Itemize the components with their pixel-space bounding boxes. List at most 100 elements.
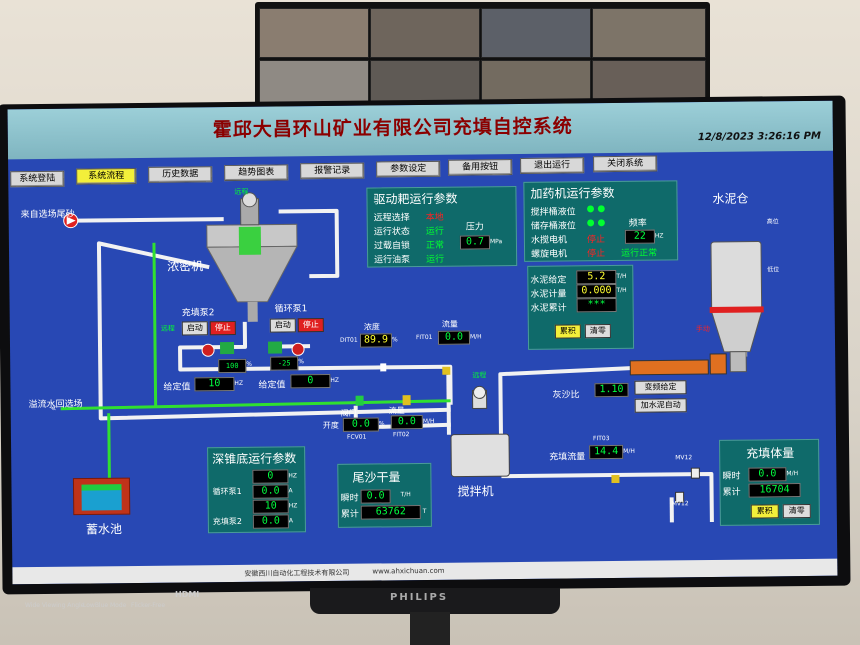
valve-tag: FCV01 [346,433,367,441]
dosing-freq-value[interactable]: 22 [624,229,655,244]
silo-label: 水泥仓 [712,191,749,206]
rake-title: 驱动耙运行参数 [373,191,458,207]
overflow-label: 溢流水回选场 [28,399,83,411]
overflow-pipe [152,242,158,408]
process-pipes: « [51,192,764,523]
cement-reset-button[interactable]: 累积 [554,324,581,339]
tailings-instant: 0.0 [360,489,391,504]
pump1-label: 循环泵1 [274,304,308,315]
fill-flow-tag: FIT03 [592,435,610,443]
flowmeter-icon [442,366,451,375]
flow2-value: 0.0 [390,415,423,430]
fill-volume-total: 16704 [748,483,801,498]
pump2-stop-button[interactable]: 停止 [209,320,236,336]
pipe [76,217,224,223]
camera-feed [592,8,706,58]
flow1-tag: FIT01 [415,333,433,342]
valve-open-value[interactable]: 0.0 [342,417,379,432]
cement-total: *** [576,297,617,313]
fill-flow-label: 充填流量 [549,452,586,463]
rake-lock-status: 正常 [425,240,445,251]
setpoint1-label: 给定值 [163,382,191,393]
flow1-label: 流量 [441,319,458,329]
tailings-title: 尾沙干量 [352,470,401,485]
density-value: 89.9 [359,333,393,348]
density-tag: DIT01 [339,336,358,344]
pool-label: 蓄水池 [85,522,123,537]
stir-level-indicator: ● ● [586,204,606,215]
pipe [501,471,714,523]
cone-title: 深锥底运行参数 [212,451,297,467]
valve-icon [690,467,700,479]
camera-feed [259,8,369,58]
footer-company: 安徽西川自动化工程技术有限公司 [244,568,350,578]
screw-feeder [629,359,709,376]
mixer-tank [450,433,510,478]
footer-url: www.ahxichuan.com [372,566,445,576]
pump2-label: 充填泵2 [181,308,215,319]
density-sensor-icon [380,363,387,372]
cone-pump1-current: 0.0 [252,484,289,499]
svg-text:«: « [51,404,57,414]
hdmi-label: HDMI [175,590,200,599]
dosing-panel: 加药机运行参数 搅拌桶液位 储存桶液位 ● ● ● ● 水搅电机 停止 螺旋电机… [523,180,679,262]
cement-meter: 0.000 [576,283,617,299]
tailings-total: 63762 [360,505,421,520]
cement-panel: 水泥给定 5.2 水泥计量 0.000 水泥累计 *** T/H T/H 累积 … [527,264,635,350]
fill-volume-panel: 充填体量 瞬时 0.0 M/H 累计 16704 累积 清零 [719,438,820,526]
flow2-tag: FIT02 [392,431,410,439]
fill-flow-value: 14.4 [589,444,624,460]
rake-pressure-value: 0.7 [459,235,491,250]
rake-run-status: 运行 [425,226,444,237]
valve-open-label: 开度 [322,420,339,431]
mixer-mode: 远程 [472,371,487,380]
screw-motor-status: 停止 [587,249,606,260]
overflow-pipe [60,399,451,411]
cone-pump2-current: 0.0 [252,514,289,529]
cement-silo [710,240,763,313]
rake-remote-status: 本地 [425,212,444,223]
pump2-start-button[interactable]: 启动 [181,321,208,336]
cement-auto-button[interactable]: 加水泥自动 [634,398,687,413]
density-label: 浓度 [363,322,380,332]
pump-icon [201,343,215,357]
pump1-percent: -25 [270,356,299,371]
cement-clear-button[interactable]: 清零 [584,324,611,339]
valve-icon [675,491,685,503]
pump2-mode: 远程 [160,324,175,333]
dosing-status: 运行正常 [621,248,658,259]
fill-volume-title: 充填体量 [746,446,795,461]
pipe [278,208,340,279]
cone-panel: 深锥底运行参数 0 HZ 循环泵1 0.0 A 10 HZ 充填泵2 0.0 A [207,446,306,534]
vfd-setpoint-button[interactable]: 变频给定 [634,380,687,395]
camera-feed [481,8,591,58]
scada-screen: 霍邱大昌环山矿业有限公司充填自控系统 12/8/2023 3:26:16 PM … [7,100,838,585]
cement-setpoint[interactable]: 5.2 [576,269,617,285]
fill-clear-button[interactable]: 清零 [782,503,811,519]
thickener-label: 浓密机 [167,259,204,274]
fill-reset-button[interactable]: 累积 [750,504,779,519]
pump1-stop-button[interactable]: 停止 [297,318,324,333]
monitor-stand [310,588,560,614]
ratio-value[interactable]: 1.10 [594,382,629,398]
cctv-wall-monitor [255,2,710,114]
monitor-brand: PHILIPS [390,592,449,603]
pump1-start-button[interactable]: 启动 [269,318,296,333]
rake-oilpump-status: 运行 [426,254,445,265]
fill-volume-instant: 0.0 [748,467,787,482]
rake-panel: 驱动耙运行参数 远程选择 本地 运行状态 运行 过载自锁 正常 运行油泵 运行 … [366,186,518,268]
monitor-neck [410,612,450,645]
flowmeter-icon [611,474,620,484]
overflow-pipe [107,413,111,479]
valve-mv12-b: MV12 [671,500,689,508]
flowmeter-icon [402,395,411,406]
pump2-percent: 100 [218,358,247,374]
flow1-value: 0.0 [437,330,471,345]
setpoint2-input[interactable]: 0 [290,373,331,389]
pump-icon [291,342,305,356]
valve-icon [355,395,364,406]
setpoint1-input[interactable]: 10 [194,376,235,392]
inlet-label: 来自选场尾砂 [20,209,75,221]
monitor-feature-strip: Wide Viewing Angle LowBlue Mode Flicker-… [25,590,200,609]
camera-feed [370,8,480,58]
